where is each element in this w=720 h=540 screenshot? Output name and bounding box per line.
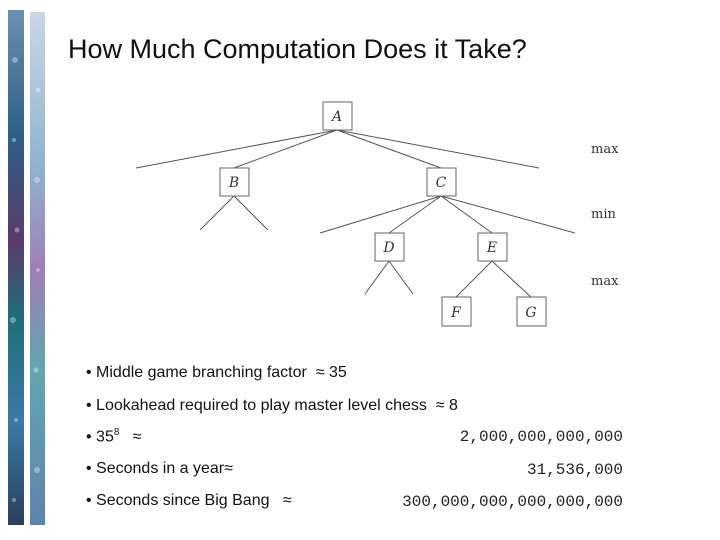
bullet-text: • Lookahead required to play master leve… [86, 397, 427, 414]
edge-c-right [440, 195, 576, 234]
node-c-box [426, 167, 457, 197]
edge-a-left [135, 129, 338, 169]
edge-c-left [319, 195, 442, 234]
node-f-label: F [450, 305, 462, 321]
edge-c-d [388, 195, 442, 234]
value-seconds-in-year: 31,536,000 [526, 461, 623, 479]
node-d-label: D [382, 240, 394, 256]
level-label-min: min [591, 207, 616, 222]
node-g-box [516, 296, 547, 327]
approx-symbol: ≈ [132, 428, 142, 446]
approx-symbol: ≈ [435, 397, 445, 414]
node-a-label: A [330, 109, 342, 125]
bullet-value: 35 [328, 364, 347, 381]
approx-symbol: ≈ [315, 364, 325, 381]
bullet-35-power-8: • 358 ≈ [86, 427, 142, 446]
decorative-side-strip [8, 10, 45, 525]
edge-c-e [440, 195, 493, 234]
approx-symbol: ≈ [224, 460, 233, 477]
bullet-seconds-in-year: • Seconds in a year≈ [86, 460, 233, 478]
bullet-text: • Seconds since Big Bang [86, 492, 270, 509]
edge-d-right [388, 260, 414, 295]
slide-title: How Much Computation Does it Take? [68, 34, 527, 64]
edge-e-f [455, 260, 493, 298]
node-b-label: B [228, 175, 239, 191]
exponent: 8 [113, 427, 120, 438]
edge-e-g [491, 260, 532, 298]
edge-b-right [233, 195, 269, 231]
node-d-box [374, 232, 405, 262]
bullet-lookahead: • Lookahead required to play master leve… [86, 397, 458, 415]
bullet-text: • Seconds in a year [86, 460, 225, 477]
value-35-power-8: 2,000,000,000,000 [459, 428, 623, 446]
node-b-box [219, 167, 250, 197]
bullet-text: • 35 [86, 428, 114, 446]
edge-a-c [336, 129, 442, 169]
bullet-text: • Middle game branching factor [86, 364, 307, 381]
node-g-label: G [525, 305, 536, 321]
edge-b-left [199, 195, 235, 231]
level-label-max-2: max [591, 274, 619, 289]
level-label-max-1: max [591, 142, 619, 157]
node-c-label: C [436, 175, 447, 191]
bullet-value: 8 [449, 397, 458, 414]
bullet-seconds-since-big-bang: • Seconds since Big Bang ≈ [86, 492, 292, 510]
node-a-box [322, 101, 353, 131]
node-e-box [477, 232, 508, 262]
node-f-box [441, 296, 472, 327]
edge-a-right [336, 129, 540, 169]
edge-a-b [233, 129, 338, 169]
value-seconds-since-big-bang: 300,000,000,000,000,000 [402, 493, 623, 511]
node-e-label: E [486, 240, 497, 256]
approx-symbol: ≈ [282, 492, 292, 509]
edge-d-left [364, 260, 390, 295]
bullet-branching-factor: • Middle game branching factor ≈ 35 [86, 364, 347, 382]
